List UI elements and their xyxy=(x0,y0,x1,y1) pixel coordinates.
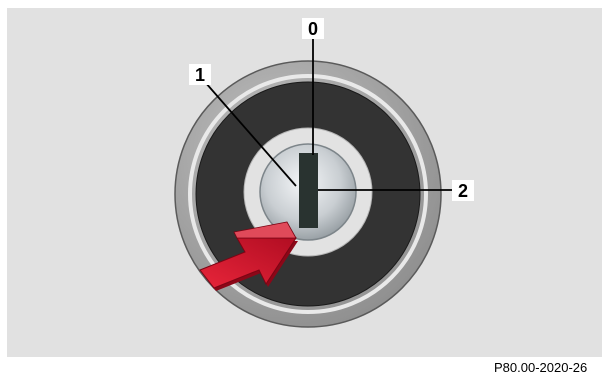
callout-0: 0 xyxy=(302,18,324,39)
svg-text:1: 1 xyxy=(195,65,205,85)
key-slot xyxy=(299,153,318,228)
figure-reference-code: P80.00-2020-26 xyxy=(494,360,588,375)
callout-2: 2 xyxy=(452,180,474,201)
svg-text:0: 0 xyxy=(308,19,318,39)
push-arrow-icon xyxy=(199,221,298,291)
svg-text:2: 2 xyxy=(458,181,468,201)
callout-1: 1 xyxy=(189,64,211,85)
